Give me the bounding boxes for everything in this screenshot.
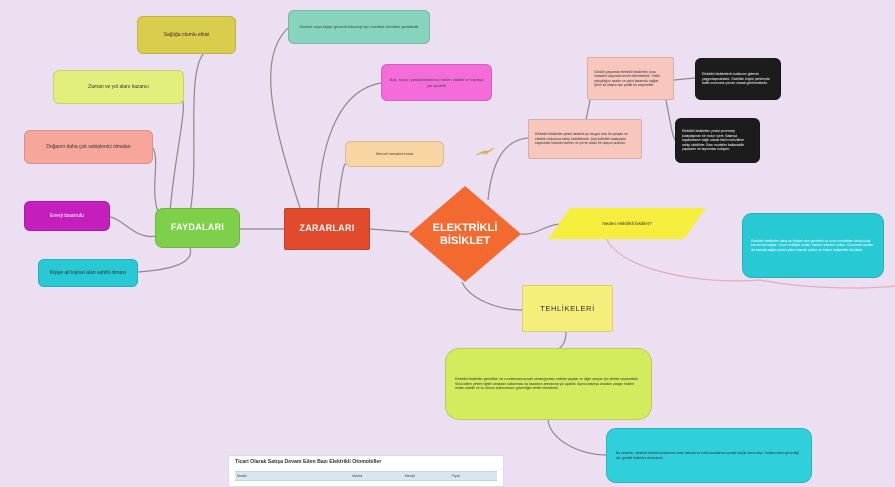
why-ebike-shape	[548, 208, 706, 239]
zararlari-hub-label: ZARARLARI	[299, 223, 355, 234]
tehlikeler-label: TEHLİKELERİ	[540, 303, 595, 313]
link-zararlari-bas	[317, 82, 382, 209]
zararlar-item-bas-text: Baş, boyun yaralanmalarına neden olabili…	[389, 77, 484, 88]
center-topic-line1: ELEKTRİKLİ	[432, 222, 498, 235]
link-zararlari-guvenlik	[270, 27, 301, 209]
link-upper-dark2	[664, 94, 676, 141]
diamond-note[interactable]: Elektrikli bisikletler pedal destekli ya…	[528, 119, 642, 159]
faydalari-hub[interactable]: FAYDALARI	[155, 208, 240, 248]
upper-note[interactable]: Günlük yaşamda elektrikli bisikletler, k…	[587, 57, 674, 100]
link-faydalari-zaman	[169, 95, 184, 213]
zararlar-item-menzil[interactable]: Menzil mesafesi kısa	[345, 141, 444, 167]
tehlikeler-paragraph-2[interactable]: Bu nedenle, elektrikli bisiklet kullanır…	[606, 428, 812, 483]
link-center-note	[487, 137, 529, 201]
table-col-fiyat: Fiyat	[451, 474, 460, 478]
faydalar-item-enerji-text: Enerji tasarrufu	[50, 212, 84, 219]
diamond-note-text: Elektrikli bisikletler pedal destekli ya…	[535, 132, 628, 146]
tehlikeler-node[interactable]: TEHLİKELERİ	[522, 285, 613, 332]
dark-note-2[interactable]: Elektrikli bisikletler, pedal çevirmeyi …	[675, 118, 760, 163]
faydalar-item-zaman-text: Zaman ve yol alanı kazancı	[88, 83, 149, 90]
center-topic-label: ELEKTRİKLİ BİSİKLET	[427, 218, 503, 252]
link-faydalari-doga	[152, 147, 159, 213]
link-para1-para2	[547, 419, 607, 456]
faydalar-item-doga-text: Doğanın daha çok sahiplenici olmaları	[46, 143, 131, 150]
table-col-marka: Marka	[352, 474, 363, 478]
link-center-para	[520, 223, 561, 235]
zararlar-item-guvenlik-text: Sürücü veya kişiye güvenli teknoloji içi…	[299, 24, 419, 30]
embedded-table-image: Ticari Olarak Satışa Devam Eden Bazı Ele…	[228, 455, 504, 487]
teal-note[interactable]: Elektrikli bisikletler daha az fiziksel …	[742, 213, 884, 278]
faydalari-hub-label: FAYDALARI	[170, 222, 225, 233]
dark-note-2-text: Elektrikli bisikletler, pedal çevirmeyi …	[682, 129, 745, 152]
center-topic-line2: BİSİKLET	[439, 235, 491, 247]
faydalar-item-enerji[interactable]: Enerji tasarrufu	[24, 201, 110, 231]
dark-note-1-text: Elektrikli bisikletlerin kullanımı gider…	[702, 72, 770, 86]
faydalar-item-kisisel-text: Kişiye ait kişisel alan sahibi olması	[49, 269, 127, 276]
tehlikeler-paragraph-1-text: Elektrikli bisikletler genellikle hız sı…	[455, 377, 639, 391]
faydalar-item-kisisel[interactable]: Kişiye ait kişisel alan sahibi olması	[38, 259, 138, 287]
table-title: Ticari Olarak Satışa Devam Eden Bazı Ele…	[235, 459, 382, 465]
table-col-menzil: Menzil	[404, 474, 416, 478]
link-zararlari-menzil	[337, 163, 346, 209]
link-faydalari-enerji	[109, 216, 158, 238]
tehlikeler-paragraph-1[interactable]: Elektrikli bisikletler genellikle hız sı…	[445, 348, 652, 420]
link-center-zararlari	[369, 228, 410, 233]
zararlar-item-menzil-text: Menzil mesafesi kısa	[375, 151, 414, 157]
zararlar-item-bas[interactable]: Baş, boyun yaralanmalarına neden olabili…	[381, 64, 492, 101]
faydalar-item-saglik[interactable]: Sağlığa olumlu etkisi	[137, 16, 236, 54]
faydalar-item-zaman[interactable]: Zaman ve yol alanı kazancı	[53, 70, 184, 104]
faydalar-item-doga[interactable]: Doğanın daha çok sahiplenici olmaları	[24, 130, 153, 164]
teal-note-text: Elektrikli bisikletler daha az fiziksel …	[751, 238, 874, 252]
link-para-teal	[605, 237, 761, 282]
why-ebike-parallelogram[interactable]: Neden elektrikli bisiklet?	[548, 208, 706, 239]
link-center-tehlikeler	[461, 281, 523, 311]
link-teal-edge	[759, 279, 895, 289]
zararlari-hub[interactable]: ZARARLARI	[284, 208, 370, 250]
upper-note-text: Günlük yaşamda elektrikli bisikletler, k…	[594, 69, 660, 87]
link-faydalari-kisisel	[137, 247, 192, 273]
link-faydalari-saglik	[189, 51, 206, 213]
center-topic-diamond[interactable]: ELEKTRİKLİ BİSİKLET	[409, 186, 521, 282]
lightning-bolt-icon	[475, 147, 495, 156]
tehlikeler-paragraph-2-text: Bu nedenle, elektrikli bisiklet kullanır…	[616, 451, 799, 460]
dark-note-1[interactable]: Elektrikli bisikletlerin kullanımı gider…	[695, 58, 781, 100]
zararlar-item-guvenlik[interactable]: Sürücü veya kişiye güvenli teknoloji içi…	[288, 10, 430, 44]
faydalar-item-saglik-text: Sağlığa olumlu etkisi	[163, 31, 210, 38]
table-col-model: Model	[237, 474, 247, 478]
link-upper-dark1	[673, 77, 696, 81]
why-ebike-label: Neden elektrikli bisiklet?	[602, 221, 652, 226]
table-header-row: Model Marka Menzil Fiyat	[235, 471, 497, 481]
